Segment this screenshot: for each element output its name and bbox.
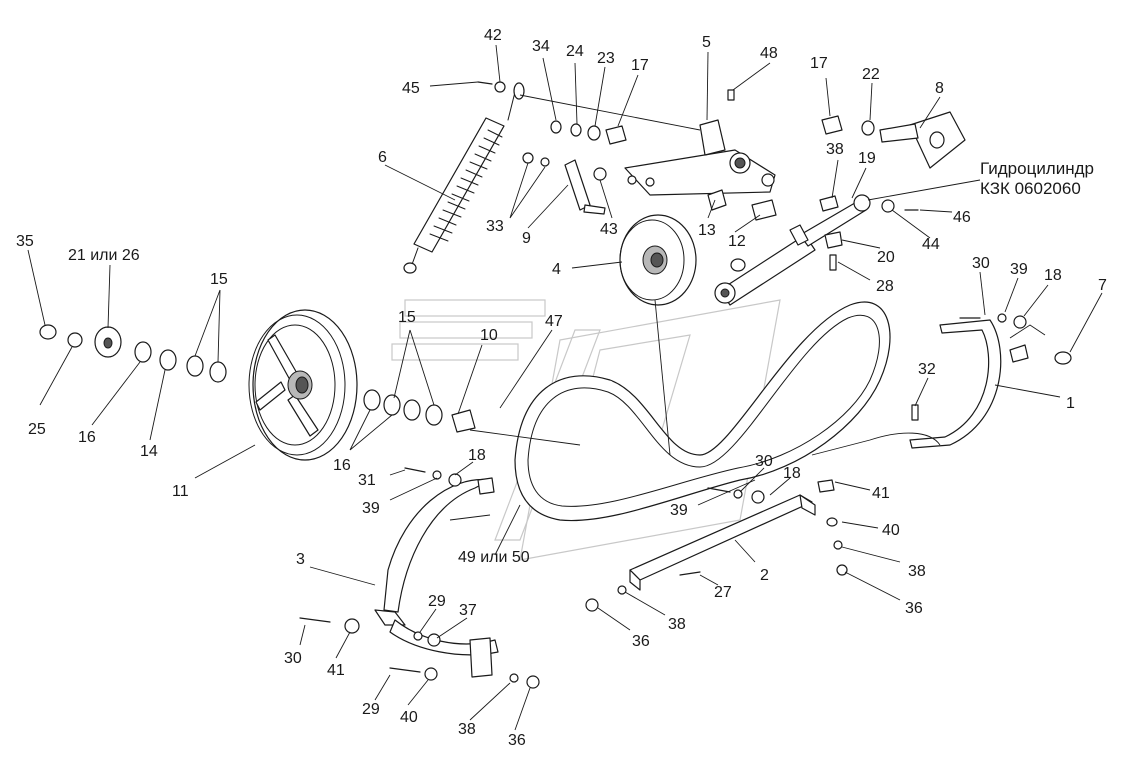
callout-12: 12: [728, 233, 746, 250]
callout-38: 38: [458, 721, 476, 738]
callout-14: 14: [140, 443, 158, 460]
callout-30: 30: [755, 453, 773, 470]
curved-bracket: [374, 478, 499, 678]
callout-30: 30: [284, 650, 302, 667]
hydraulic-cylinder: [714, 194, 871, 306]
callout-28: 28: [876, 278, 894, 295]
callout-44: 44: [922, 236, 940, 253]
callout-2: 2: [760, 567, 769, 584]
callout-15: 15: [398, 309, 416, 326]
callout-36: 36: [632, 633, 650, 650]
callout-17: 17: [631, 57, 649, 74]
leader-lines: [27, 44, 1103, 731]
callout-36: 36: [508, 732, 526, 749]
flat-bar: [629, 494, 816, 591]
callout-13: 13: [698, 222, 716, 239]
callout-19: 19: [858, 150, 876, 167]
callout-40: 40: [400, 709, 418, 726]
callout-18: 18: [468, 447, 486, 464]
callout-17: 17: [810, 55, 828, 72]
idler-pulley: [619, 214, 697, 306]
callout-36: 36: [905, 600, 923, 617]
callout-labels: 35 21 или 26 15 25 16 14 11 15 10 47 16 …: [16, 27, 1107, 749]
callout-39: 39: [1010, 261, 1028, 278]
callout-46: 46: [953, 209, 971, 226]
v-belt: [514, 301, 891, 522]
fasteners: [39, 81, 1027, 689]
callout-3: 3: [296, 551, 305, 568]
callout-25: 25: [28, 421, 46, 438]
large-pulley: [248, 309, 358, 461]
callout-10: 10: [480, 327, 498, 344]
callout-34: 34: [532, 38, 550, 55]
callout-37: 37: [459, 602, 477, 619]
callout-16: 16: [78, 429, 96, 446]
callout-11: 11: [172, 483, 189, 500]
callout-41: 41: [872, 485, 890, 502]
bracket-arm: [564, 159, 606, 215]
callout-42: 42: [484, 27, 502, 44]
tension-arm: [624, 89, 776, 196]
tension-spring: [403, 82, 525, 274]
callout-38: 38: [826, 141, 844, 158]
callout-39: 39: [670, 502, 688, 519]
callout-22: 22: [862, 66, 880, 83]
callout-40: 40: [882, 522, 900, 539]
callout-39: 39: [362, 500, 380, 517]
callout-15: 15: [210, 271, 228, 288]
callout-35: 35: [16, 233, 34, 250]
callout-4: 4: [552, 261, 561, 278]
callout-18: 18: [783, 465, 801, 482]
callout-43: 43: [600, 221, 618, 238]
callout-21-or-26: 21 или 26: [68, 247, 140, 264]
callout-1: 1: [1066, 395, 1075, 412]
callout-7: 7: [1098, 277, 1107, 294]
mounting-flange: [879, 111, 966, 169]
callout-31: 31: [358, 472, 376, 489]
callout-49-or-50: 49 или 50: [458, 549, 530, 566]
callout-6: 6: [378, 149, 387, 166]
callout-16: 16: [333, 457, 351, 474]
callout-24: 24: [566, 43, 584, 60]
belt-guard: [909, 319, 1072, 449]
callout-5: 5: [702, 34, 711, 51]
callout-29: 29: [428, 593, 446, 610]
callout-45: 45: [402, 80, 420, 97]
callout-47: 47: [545, 313, 563, 330]
callout-48: 48: [760, 45, 778, 62]
callout-18: 18: [1044, 267, 1062, 284]
callout-29: 29: [362, 701, 380, 718]
note-line-1: Гидроцилиндр: [980, 159, 1094, 178]
callout-20: 20: [877, 249, 895, 266]
cylinder-note: Гидроцилиндр КЗК 0602060: [980, 159, 1094, 198]
callout-30: 30: [972, 255, 990, 272]
callout-33: 33: [486, 218, 504, 235]
callout-38: 38: [908, 563, 926, 580]
callout-27: 27: [714, 584, 732, 601]
callout-32: 32: [918, 361, 936, 378]
note-line-2: КЗК 0602060: [980, 179, 1081, 198]
callout-8: 8: [935, 80, 944, 97]
callout-9: 9: [522, 230, 531, 247]
callout-41: 41: [327, 662, 345, 679]
callout-38: 38: [668, 616, 686, 633]
callout-23: 23: [597, 50, 615, 67]
